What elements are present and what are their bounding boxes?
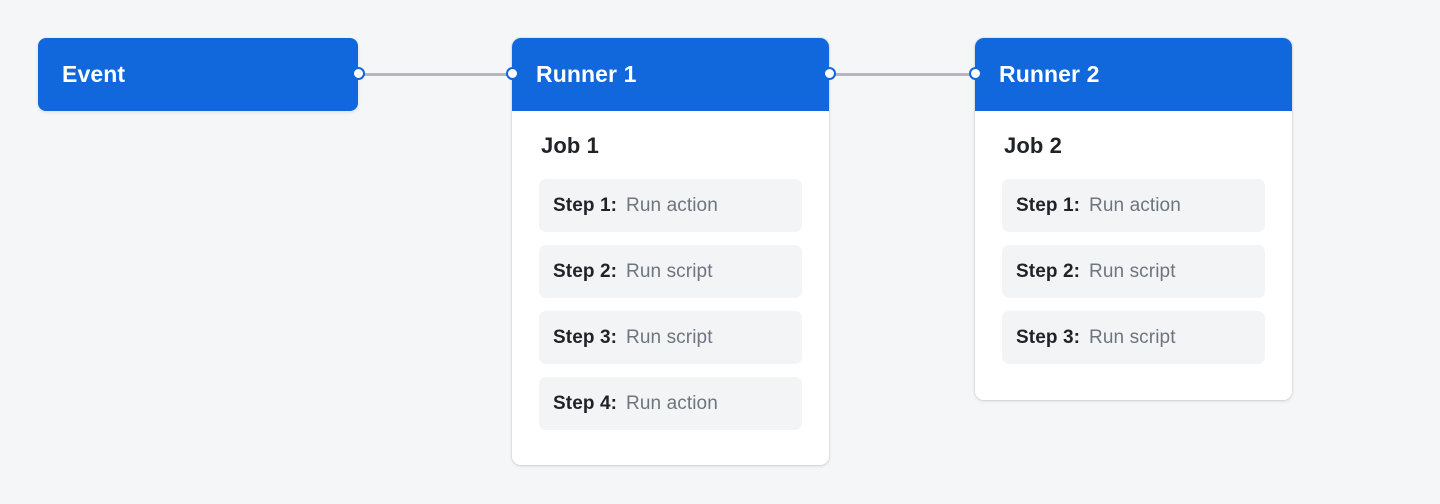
step-action: Run action (626, 194, 718, 216)
step-label: Step 1: (553, 194, 618, 216)
step-label: Step 3: (553, 326, 618, 348)
step-label: Step 1: (1016, 194, 1081, 216)
edge-runner1-to-runner2 (829, 73, 975, 76)
step-row[interactable]: Step 1: Run action (539, 179, 802, 232)
job-title-1: Job 1 (541, 133, 599, 158)
steps-list-runner1: Step 1: Run action Step 2: Run script St… (539, 179, 802, 430)
handle-runner1-target[interactable] (506, 67, 519, 80)
step-action: Run script (626, 260, 713, 282)
node-runner1-body: Job 1 Step 1: Run action Step 2: Run scr… (512, 111, 829, 465)
step-action: Run action (626, 392, 718, 414)
step-row[interactable]: Step 3: Run script (539, 311, 802, 364)
step-action: Run script (1089, 260, 1176, 282)
step-row[interactable]: Step 2: Run script (539, 245, 802, 298)
node-runner2-body: Job 2 Step 1: Run action Step 2: Run scr… (975, 111, 1292, 400)
edge-event-to-runner1 (358, 73, 512, 76)
step-row[interactable]: Step 3: Run script (1002, 311, 1265, 364)
step-label: Step 4: (553, 392, 618, 414)
step-label: Step 2: (1016, 260, 1081, 282)
handle-event-source[interactable] (352, 67, 365, 80)
node-runner1-header: Runner 1 (512, 38, 829, 111)
node-runner2-header: Runner 2 (975, 38, 1292, 111)
step-label: Step 2: (553, 260, 618, 282)
handle-runner2-target[interactable] (969, 67, 982, 80)
node-event[interactable]: Event (38, 38, 358, 111)
node-event-title: Event (62, 61, 126, 87)
node-runner2-title: Runner 2 (999, 61, 1100, 87)
handle-runner1-source[interactable] (823, 67, 836, 80)
step-action: Run action (1089, 194, 1181, 216)
steps-list-runner2: Step 1: Run action Step 2: Run script St… (1002, 179, 1265, 364)
step-row[interactable]: Step 1: Run action (1002, 179, 1265, 232)
step-label: Step 3: (1016, 326, 1081, 348)
node-runner1-title: Runner 1 (536, 61, 637, 87)
step-row[interactable]: Step 4: Run action (539, 377, 802, 430)
node-runner2[interactable]: Runner 2 Job 2 Step 1: Run action Step 2… (975, 38, 1292, 400)
step-action: Run script (1089, 326, 1176, 348)
step-action: Run script (626, 326, 713, 348)
node-runner1[interactable]: Runner 1 Job 1 Step 1: Run action Step 2… (512, 38, 829, 465)
job-title-2: Job 2 (1004, 133, 1062, 158)
step-row[interactable]: Step 2: Run script (1002, 245, 1265, 298)
